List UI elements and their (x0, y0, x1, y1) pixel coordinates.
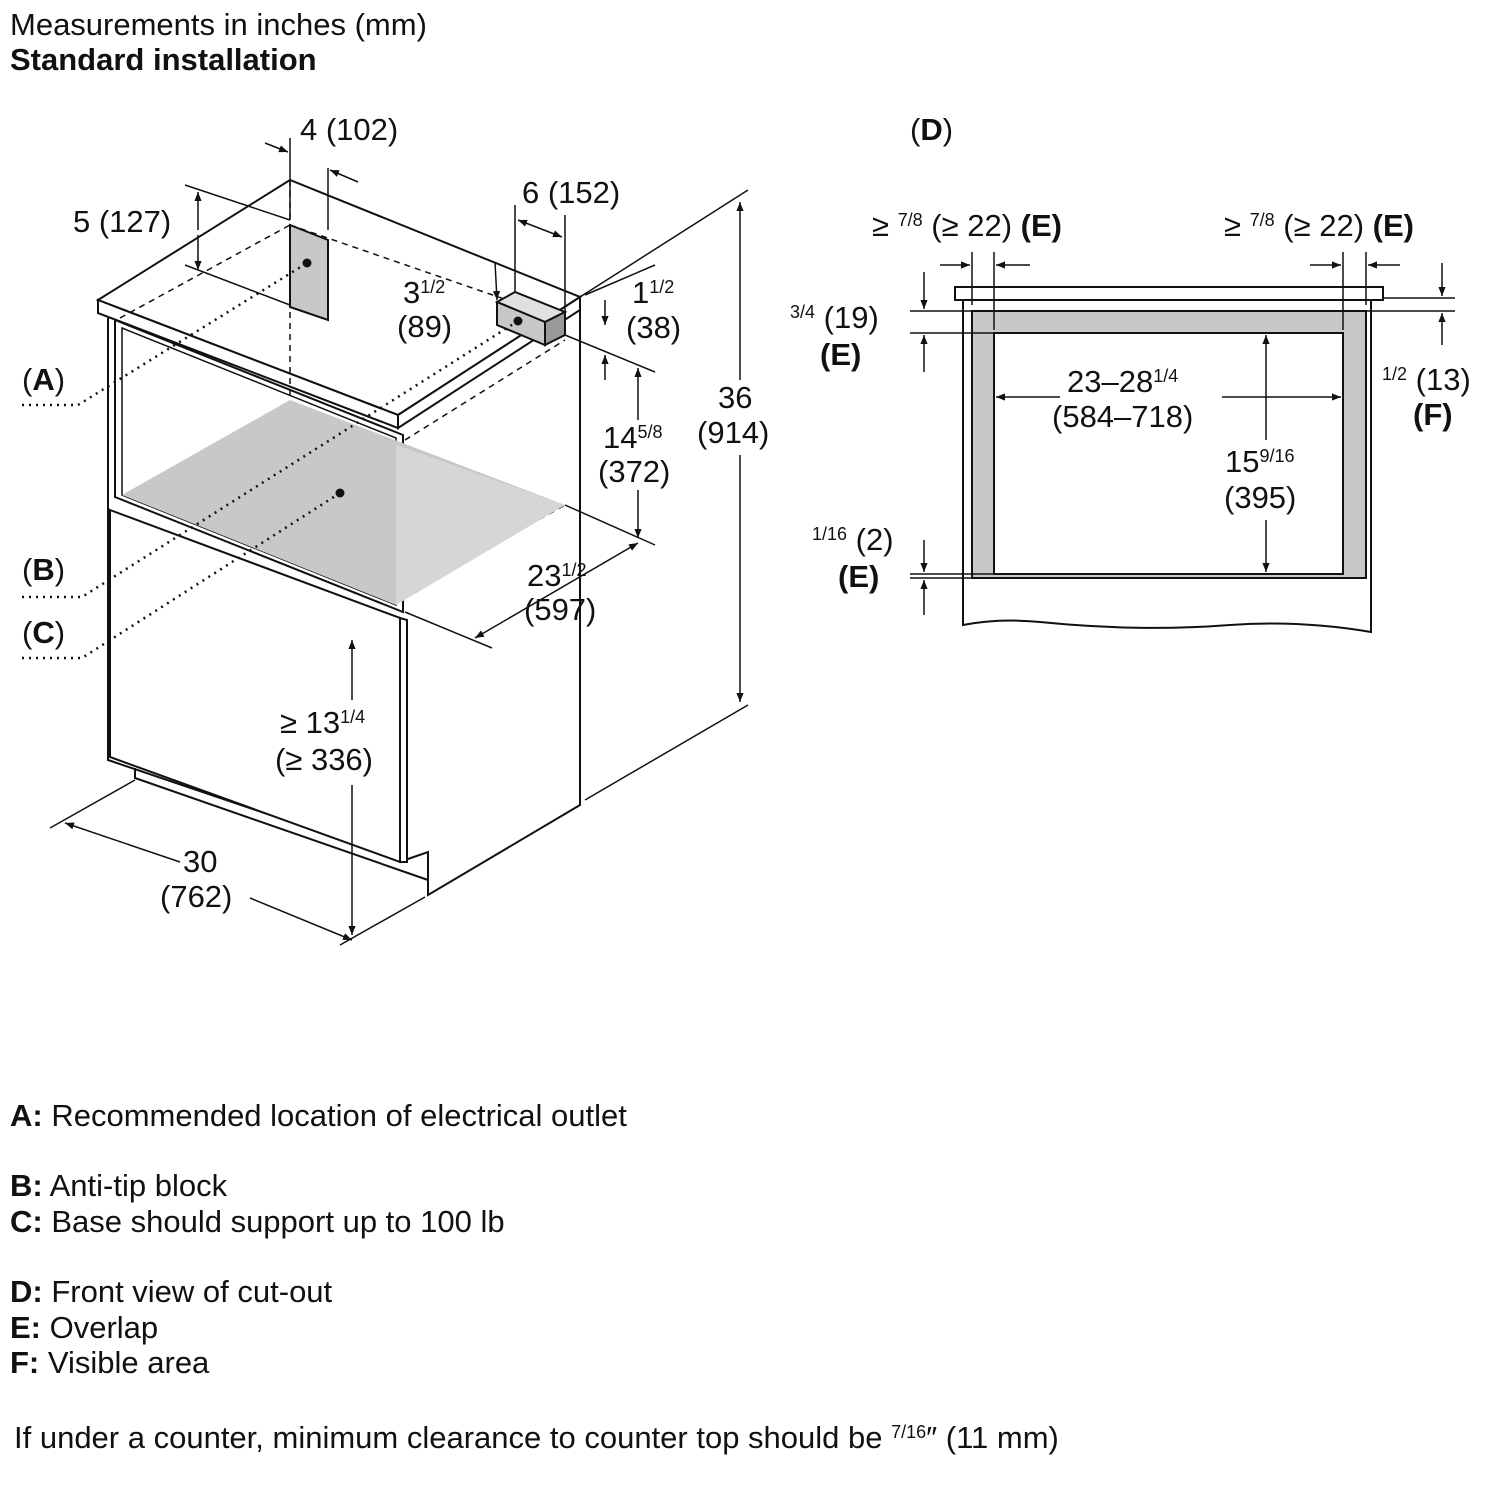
bottom-overlap-label: 1/16 (2) (812, 522, 894, 557)
front-countertop-strip (954, 286, 1384, 301)
dim-23-label: 231/2 (527, 558, 587, 593)
oven-opening-frame (114, 318, 404, 614)
bottom-overlap-tag: (E) (838, 559, 879, 594)
iso-dimension-lines (49, 138, 749, 946)
dim-5-label: 5 (127) (73, 204, 171, 239)
dim-1-label: 11/2 (632, 275, 674, 310)
dim-3-label: 31/2 (403, 275, 445, 310)
top-overlap-label: 3/4 (19) (790, 300, 879, 335)
callout-b: (B) (22, 552, 65, 587)
clearance-note: If under a counter, minimum clearance to… (14, 1420, 1059, 1455)
dim-14-label: 145/8 (603, 420, 663, 455)
dim-6-label: 6 (152) (522, 175, 620, 210)
callout-d: (D) (910, 112, 953, 147)
width-mm: (584–718) (1052, 399, 1193, 434)
height-mm: (395) (1224, 480, 1296, 515)
base-shelf-dash (396, 445, 565, 605)
e-left-label: ≥ 7/8 (≥ 22) (E) (872, 208, 1062, 243)
dim-30-mm: (762) (160, 879, 232, 914)
dim-13-mm: (≥ 336) (275, 742, 373, 777)
dim-1-mm: (38) (626, 310, 681, 345)
front-cutout-opening (993, 332, 1344, 575)
legend-d: D: Front view of cut-out (10, 1274, 333, 1309)
visible-area-tag: (F) (1413, 397, 1453, 432)
legend-e: E: Overlap (10, 1310, 159, 1345)
dim-3-mm: (89) (397, 309, 452, 344)
dim-30-label: 30 (183, 844, 217, 879)
hidden-back-lines (119, 180, 566, 596)
legend-a: A: Recommended location of electrical ou… (10, 1098, 627, 1133)
header-measurements: Measurements in inches (mm) (10, 7, 427, 42)
cabinet-isometric (22, 178, 583, 897)
dim-13-label: ≥ 131/4 (280, 705, 365, 740)
height-label: 159/16 (1225, 444, 1295, 479)
e-right-label: ≥ 7/8 (≥ 22) (E) (1224, 208, 1414, 243)
dim-4-label: 4 (102) (300, 112, 398, 147)
top-overlap-tag: (E) (820, 337, 861, 372)
header-standard-installation: Standard installation (10, 42, 317, 77)
width-label: 23–281/4 (1067, 364, 1178, 399)
electrical-outlet-plate (289, 223, 329, 322)
callout-a: (A) (22, 362, 65, 397)
legend-b: B: Anti-tip block (10, 1168, 228, 1203)
installation-drawing: 4 (102) 5 (127) 6 (152) 31/2 (89) 11/2 (… (22, 112, 1471, 946)
anti-tip-dot (513, 316, 523, 326)
legend-c: C: Base should support up to 100 lb (10, 1204, 505, 1239)
front-cabinet-outline (962, 300, 1372, 634)
front-dimension-lines (910, 252, 1455, 615)
front-view-cutout (954, 286, 1384, 634)
leader-a (22, 261, 308, 407)
dim-23-mm: (597) (524, 592, 596, 627)
lower-drawer-edge (399, 616, 408, 863)
legend-f: F: Visible area (10, 1345, 210, 1380)
visible-area-label: 1/2 (13) (1382, 362, 1471, 397)
toe-kick (134, 768, 429, 881)
dim-36-label: 36 (718, 380, 752, 415)
base-dot (335, 488, 345, 498)
cabinet-side (404, 310, 581, 897)
dim-36-mm: (914) (697, 415, 769, 450)
callout-c: (C) (22, 615, 65, 650)
dim-14-mm: (372) (598, 454, 670, 489)
